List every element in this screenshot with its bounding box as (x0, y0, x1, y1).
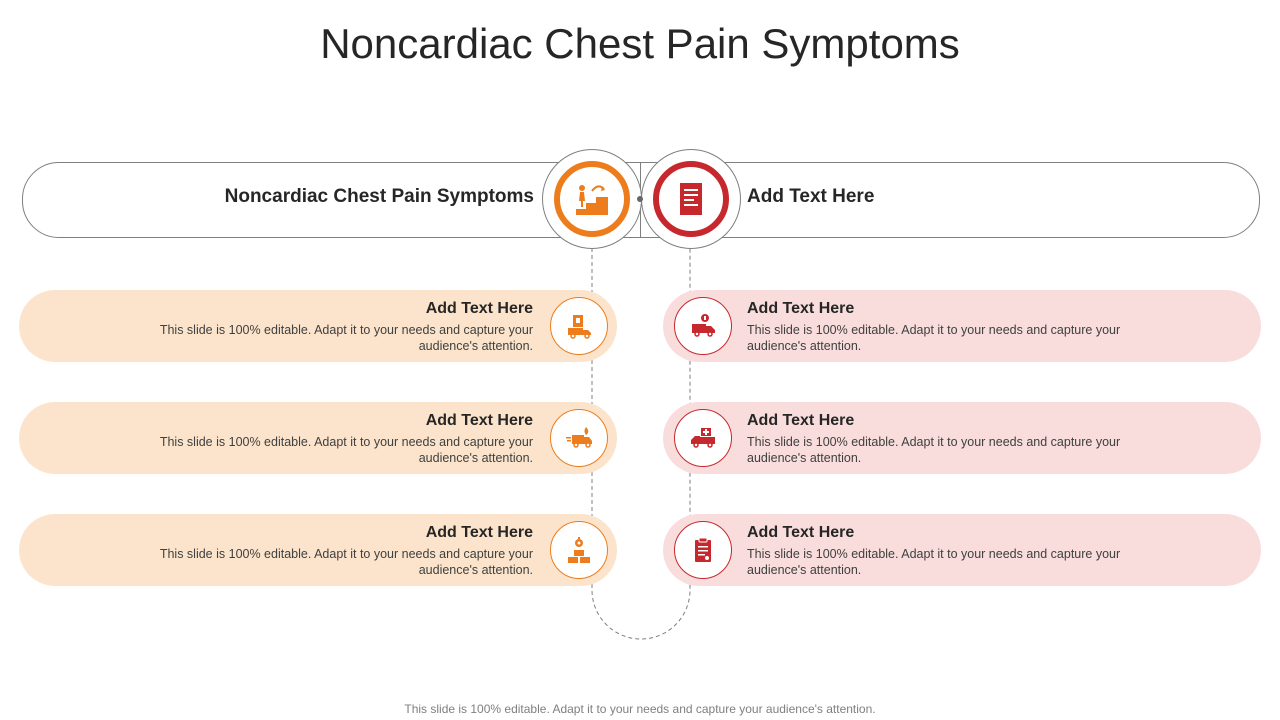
left-item-title: Add Text Here (425, 412, 533, 429)
right-item-pill (663, 514, 1261, 586)
right-item-title: Add Text Here (747, 524, 855, 541)
delivery-truck-box-icon (568, 315, 591, 339)
right-item-pill (663, 402, 1261, 474)
footer-note: This slide is 100% editable. Adapt it to… (404, 702, 876, 716)
medical-truck-icon (691, 428, 715, 448)
clipboard-checklist-icon (695, 537, 711, 562)
right-item-desc: This slide is 100% editable. Adapt it to… (747, 323, 1121, 353)
right-item-desc: This slide is 100% editable. Adapt it to… (747, 547, 1121, 577)
fast-delivery-icon (566, 427, 592, 448)
right-item-icon-circle (674, 297, 732, 355)
right-item-desc: This slide is 100% editable. Adapt it to… (747, 435, 1121, 465)
right-item-title: Add Text Here (747, 412, 855, 429)
stairs-progress-icon (576, 185, 608, 215)
header-pill-left (22, 162, 644, 238)
center-dot (637, 196, 643, 202)
header-icon-circle-right (641, 149, 741, 249)
right-item-pill (663, 290, 1261, 362)
header-icon-circle-left (542, 149, 642, 249)
page-title: Noncardiac Chest Pain Symptoms (320, 20, 960, 67)
header-pill-right (640, 162, 1260, 238)
header-label-right: Add Text Here (747, 186, 875, 207)
right-item-icon-circle (674, 409, 732, 467)
left-item-icon-circle (550, 297, 608, 355)
left-item-title: Add Text Here (425, 524, 533, 541)
left-item-desc: This slide is 100% editable. Adapt it to… (159, 547, 533, 577)
right-item-icon-circle (674, 521, 732, 579)
left-item-icon-circle (550, 409, 608, 467)
left-item-title: Add Text Here (425, 300, 533, 317)
header-label-left: Noncardiac Chest Pain Symptoms (224, 186, 534, 207)
left-item-pill (19, 290, 617, 362)
boxes-gear-icon (568, 537, 590, 563)
document-icon (680, 183, 702, 215)
left-item-pill (19, 514, 617, 586)
right-item-title: Add Text Here (747, 300, 855, 317)
left-item-desc: This slide is 100% editable. Adapt it to… (159, 323, 533, 353)
money-truck-icon (692, 314, 715, 337)
left-item-desc: This slide is 100% editable. Adapt it to… (159, 435, 533, 465)
left-item-icon-circle (550, 521, 608, 579)
left-item-pill (19, 402, 617, 474)
